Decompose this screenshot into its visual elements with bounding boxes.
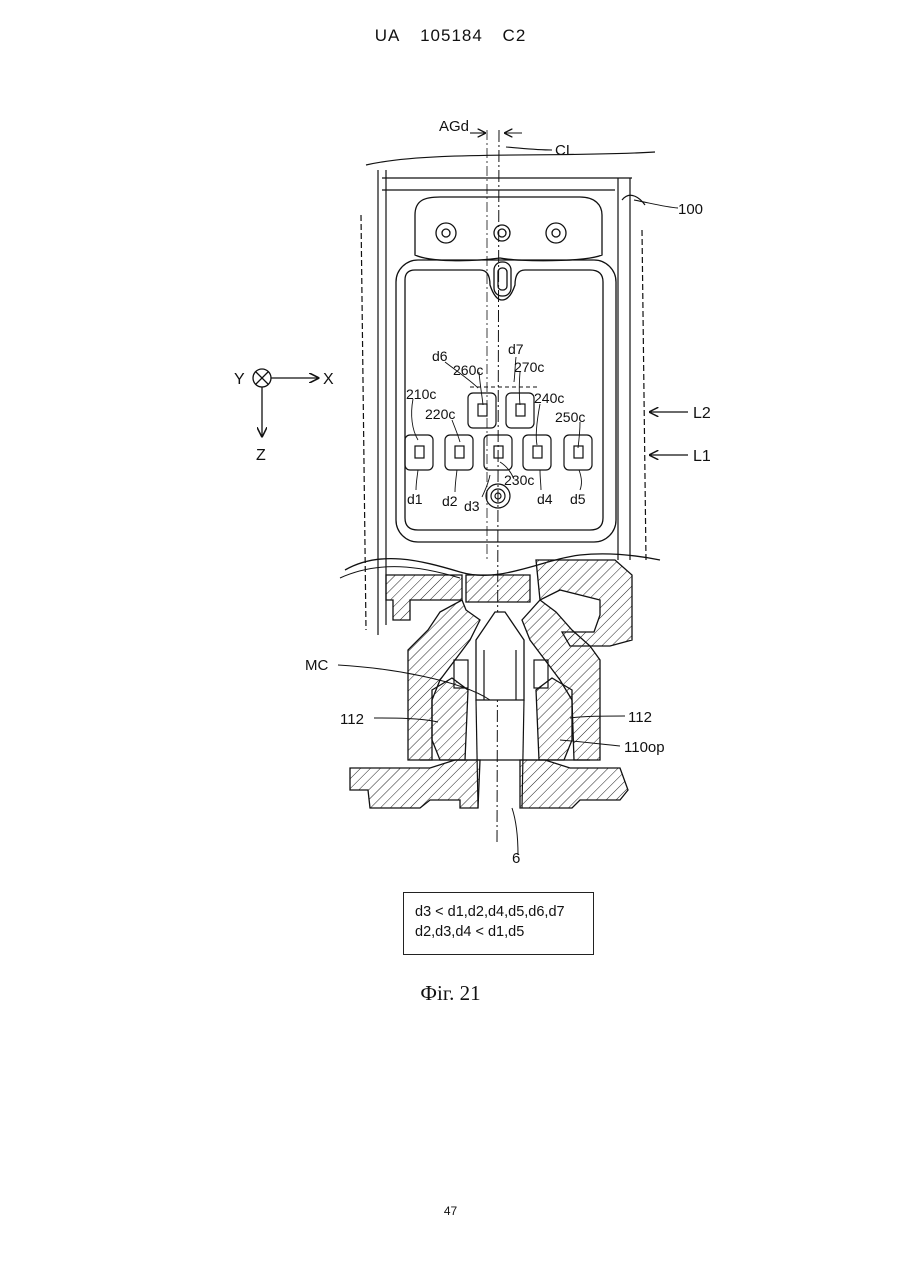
label-112-right: 112: [628, 709, 652, 726]
label-270c: 270c: [514, 359, 544, 375]
label-agd: AGd: [439, 118, 469, 135]
label-d4: d4: [537, 491, 553, 507]
page-number: 47: [0, 1204, 901, 1218]
agd-annotation: [470, 133, 552, 150]
label-l2: L2: [693, 405, 711, 422]
label-6: 6: [512, 850, 520, 867]
sensor-cell-210c: [405, 435, 433, 470]
condition-box: d3 < d1,d2,d4,d5,d6,d7 d2,d3,d4 < d1,d5: [403, 892, 594, 955]
sensor-cell-240c: [523, 435, 551, 470]
label-112-left: 112: [340, 711, 364, 728]
label-d6: d6: [432, 348, 448, 364]
sensor-cell-220c: [445, 435, 473, 470]
label-l1: L1: [693, 448, 711, 465]
axis-indicator: [253, 369, 318, 436]
sensor-cell-270c: [506, 393, 534, 428]
sensor-cell-250c: [564, 435, 592, 470]
label-230c: 230c: [504, 472, 534, 488]
label-d5: d5: [570, 491, 586, 507]
sensor-cells-l2: [468, 393, 534, 428]
label-210c: 210c: [406, 386, 436, 402]
condition-line-2: d2,d3,d4 < d1,d5: [415, 922, 593, 942]
label-100: 100: [678, 201, 703, 218]
center-line: [497, 130, 499, 845]
row-arrows: [650, 412, 688, 455]
label-240c: 240c: [534, 390, 564, 406]
label-cl: CL: [555, 142, 574, 159]
condition-line-1: d3 < d1,d2,d4,d5,d6,d7: [415, 902, 593, 922]
label-260c: 260c: [453, 362, 483, 378]
label-250c: 250c: [555, 409, 585, 425]
label-d7: d7: [508, 341, 524, 357]
figure-caption: Фіг. 21: [0, 981, 901, 1006]
cell-leaders: [412, 357, 582, 497]
axis-label-y: Y: [234, 371, 245, 388]
label-d2: d2: [442, 493, 458, 509]
axis-label-x: X: [323, 371, 334, 388]
axis-label-z: Z: [256, 447, 266, 464]
label-220c: 220c: [425, 406, 455, 422]
leader-100: [634, 200, 678, 208]
hatched-section: [350, 560, 632, 808]
label-110op: 110op: [624, 739, 665, 756]
label-d1: d1: [407, 491, 423, 507]
label-mc: MC: [305, 657, 328, 674]
mounting-bracket: [415, 197, 602, 296]
label-d3: d3: [464, 498, 480, 514]
